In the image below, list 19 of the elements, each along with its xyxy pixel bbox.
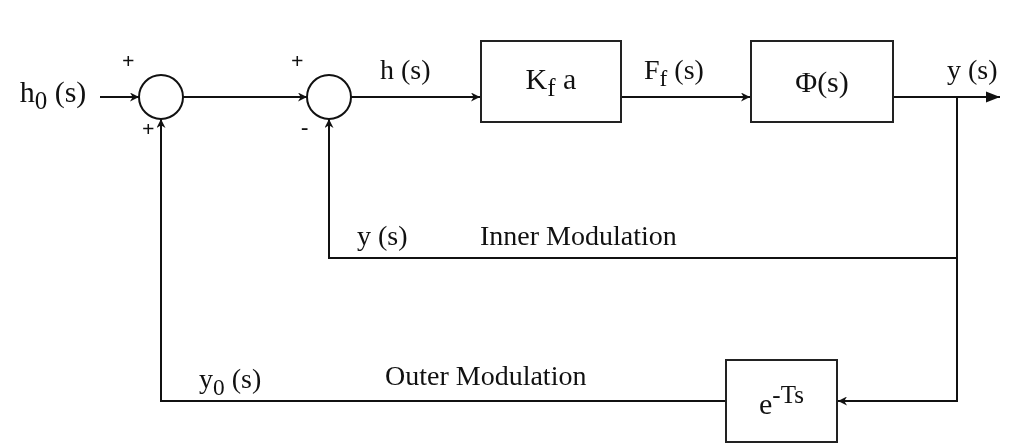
sign-label: + bbox=[142, 118, 155, 140]
summing-junction bbox=[138, 74, 184, 120]
arrow bbox=[99, 92, 140, 102]
sign-label: + bbox=[122, 50, 135, 72]
arrow bbox=[156, 118, 726, 402]
edge-label: h (s) bbox=[378, 56, 433, 84]
arrow bbox=[621, 92, 751, 102]
sign-label: + bbox=[291, 50, 304, 72]
loop-label: Inner Modulation bbox=[480, 222, 677, 250]
transfer-function-block: K$_{f}$ a bbox=[480, 40, 622, 123]
sign-label: - bbox=[301, 116, 309, 138]
loop-label: Outer Modulation bbox=[385, 362, 587, 390]
transfer-function-block: e$^{-Ts}$ bbox=[725, 359, 838, 443]
edge-label: y (s) bbox=[945, 56, 1000, 84]
edge-label: y (s) bbox=[355, 222, 410, 250]
summing-junction bbox=[306, 74, 352, 120]
transfer-function-block: Φ(s) bbox=[750, 40, 894, 123]
arrow bbox=[837, 96, 958, 406]
signal-label: h$_{0}$ (s) bbox=[6, 74, 100, 116]
